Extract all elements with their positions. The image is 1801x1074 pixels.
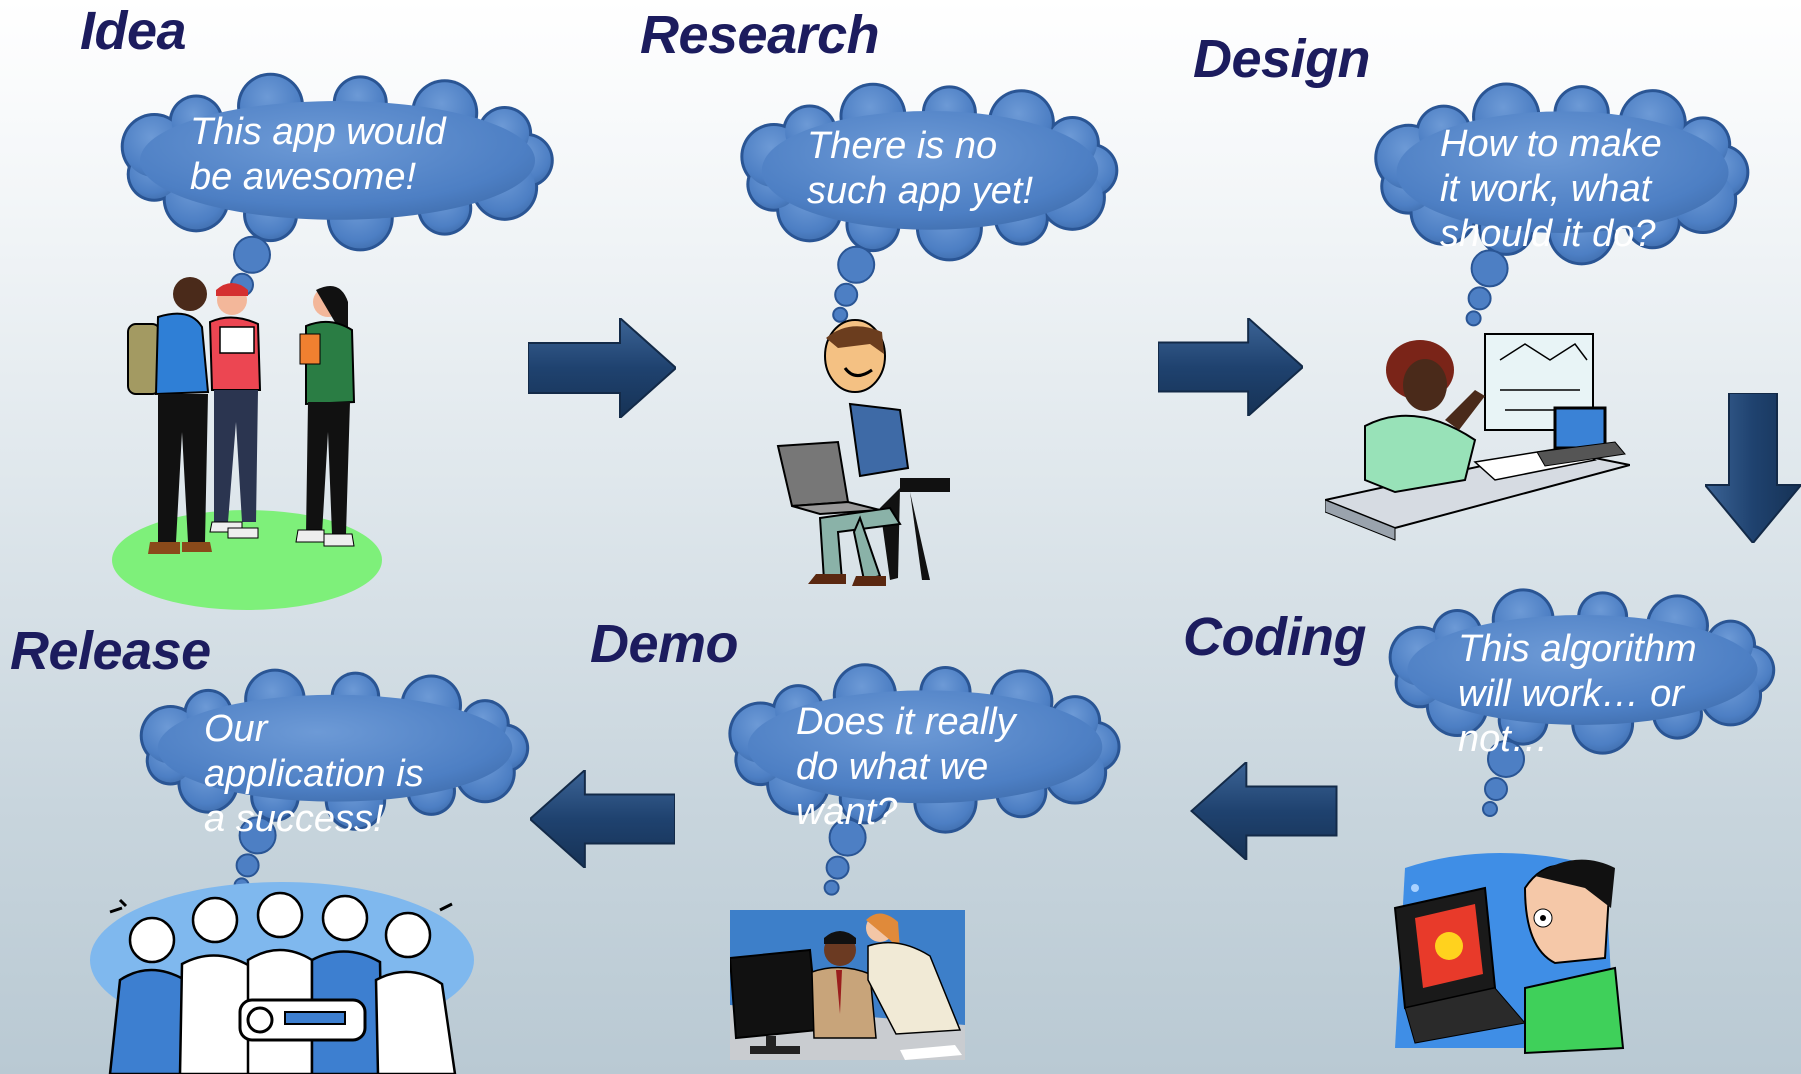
idea-thought-text: This app would be awesome! — [190, 111, 446, 198]
coding-title: Coding — [1183, 607, 1366, 667]
research-thought-cloud: There is no such app yet! — [725, 80, 1135, 323]
demo-title: Demo — [590, 614, 739, 674]
coding-thought-cloud: This algorithm will work… or not… — [1370, 585, 1795, 817]
arrow-left-icon — [1190, 762, 1338, 860]
cloud-shape — [139, 668, 530, 894]
arrow-right-icon — [1158, 318, 1303, 416]
arrow-left-icon — [530, 770, 675, 868]
demo-thought-text: Does it really do what we want? — [796, 701, 1016, 833]
coding-thought-text: This algorithm will work… or not… — [1458, 628, 1697, 760]
release-title: Release — [10, 621, 211, 681]
man-with-laptop-illustration — [776, 319, 950, 586]
team-holding-key-illustration — [90, 882, 474, 1074]
arrow-down-icon — [1705, 393, 1801, 543]
research-thought-text: There is no such app yet! — [807, 125, 1034, 212]
release-thought-text: Our application is a success! — [204, 708, 424, 840]
design-title: Design — [1193, 29, 1371, 89]
cloud-shape — [1374, 82, 1750, 327]
design-thought-text: How to make it work, what should it do? — [1440, 123, 1662, 255]
design-thought-cloud: How to make it work, what should it do? — [1360, 80, 1765, 327]
people-talking-illustration — [112, 277, 382, 610]
cloud-shape — [1388, 588, 1776, 817]
arrow-right-icon — [528, 318, 676, 418]
programmer-at-computer-illustration — [1393, 853, 1625, 1055]
release-thought-cloud: Our application is a success! — [120, 665, 550, 894]
idea-thought-cloud: This app would be awesome! — [100, 70, 575, 313]
designer-at-desk-illustration — [1325, 333, 1630, 541]
demo-thought-cloud: Does it really do what we want? — [710, 660, 1140, 896]
two-people-at-monitor-illustration — [730, 910, 965, 1060]
cloud-shape — [120, 72, 554, 313]
research-title: Research — [640, 5, 880, 65]
idea-title: Idea — [80, 1, 187, 61]
cloud-shape — [728, 663, 1121, 896]
cloud-shape — [740, 82, 1119, 323]
